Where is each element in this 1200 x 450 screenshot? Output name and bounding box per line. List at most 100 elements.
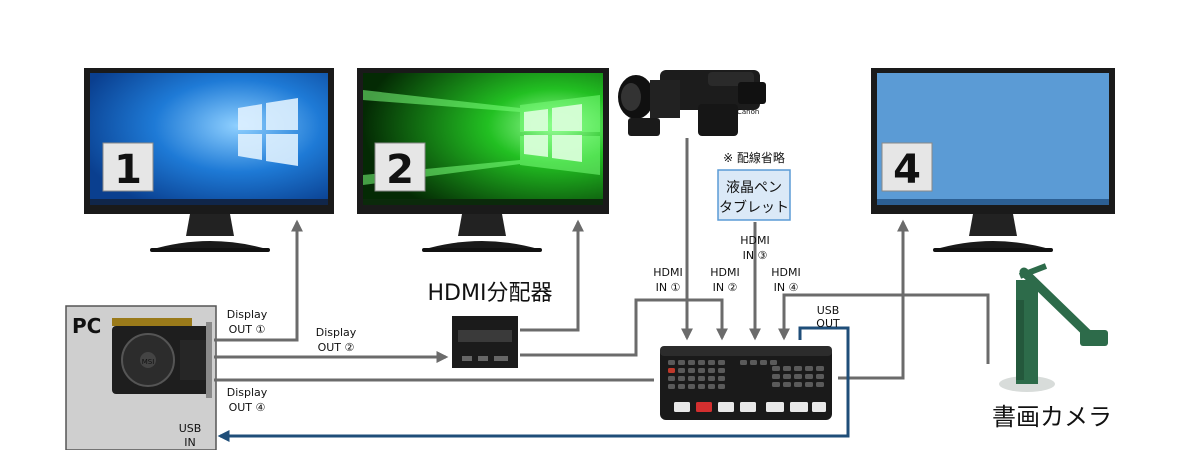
switcher-button xyxy=(816,382,824,387)
switcher-button xyxy=(718,368,725,373)
switcher-button xyxy=(688,376,695,381)
switcher-button xyxy=(794,374,802,379)
splitter-label: HDMI分配器 xyxy=(428,281,553,306)
cable-switcher-to-monitor-4 xyxy=(838,219,909,380)
label-usb-out-b: OUT xyxy=(816,317,840,330)
switcher-button xyxy=(794,382,802,387)
label-usb-in-b: IN xyxy=(184,436,195,449)
switcher-button xyxy=(678,376,685,381)
switcher-button xyxy=(783,366,791,371)
switcher-button xyxy=(740,360,747,365)
monitor-number: 2 xyxy=(386,147,414,193)
label-display-out-1-b: OUT ① xyxy=(229,323,266,336)
switcher-button xyxy=(812,402,826,412)
switcher-button xyxy=(760,360,767,365)
switcher-button xyxy=(783,374,791,379)
switcher-button xyxy=(668,384,675,389)
cables xyxy=(214,138,990,442)
label-usb-in-a: USB xyxy=(179,422,202,435)
hdmi-splitter: HDMI分配器 xyxy=(428,281,553,368)
label-display-out-1-a: Display xyxy=(227,308,268,321)
label-hdmi-in-1-a: HDMI xyxy=(653,266,682,279)
switcher-button xyxy=(772,374,780,379)
label-display-out-4-b: OUT ④ xyxy=(229,401,266,414)
tablet-box xyxy=(717,169,791,221)
label-display-out-2-b: OUT ② xyxy=(318,341,355,354)
switcher-button xyxy=(750,360,757,365)
monitor-number-badge xyxy=(102,142,154,192)
monitor-2: 2 xyxy=(357,68,609,252)
switcher-button xyxy=(698,368,705,373)
cable-splitter-to-monitor-2 xyxy=(520,219,584,332)
switcher-button xyxy=(668,360,675,365)
switcher-button xyxy=(790,402,808,412)
monitor-number: 4 xyxy=(893,147,921,193)
switcher-button xyxy=(766,402,784,412)
switcher-buttons xyxy=(668,360,826,412)
video-switcher xyxy=(660,346,832,420)
monitor-1: 1 xyxy=(84,68,334,252)
switcher-button xyxy=(668,376,675,381)
switcher-button xyxy=(770,360,777,365)
switcher-button xyxy=(805,382,813,387)
camcorder: Canon xyxy=(618,70,766,136)
switcher-button xyxy=(740,402,756,412)
port-labels: Display OUT ① Display OUT ② Display OUT … xyxy=(179,234,840,449)
camcorder-brand: Canon xyxy=(737,108,759,116)
monitor-number: 1 xyxy=(114,147,142,193)
switcher-button xyxy=(805,366,813,371)
windows-logo-icon xyxy=(524,104,582,162)
label-hdmi-in-2-b: IN ② xyxy=(713,281,738,294)
cable-display-out-1 xyxy=(214,219,303,342)
label-hdmi-in-3-a: HDMI xyxy=(740,234,769,247)
tablet-label-line2: タブレット xyxy=(719,199,789,216)
switcher-button xyxy=(816,374,824,379)
switcher-button xyxy=(718,384,725,389)
document-camera: 書画カメラ xyxy=(992,263,1112,431)
monitor-number-badge xyxy=(881,142,933,192)
cable-doc-camera-to-hdmi-in-4 xyxy=(778,293,990,364)
label-hdmi-in-3-b: IN ③ xyxy=(743,249,768,262)
switcher-button xyxy=(698,360,705,365)
switcher-button xyxy=(678,368,685,373)
label-display-out-4-a: Display xyxy=(227,386,268,399)
label-display-out-2-a: Display xyxy=(316,326,357,339)
switcher-button xyxy=(708,360,715,365)
switcher-button xyxy=(718,360,725,365)
label-hdmi-in-4-b: IN ④ xyxy=(774,281,799,294)
label-hdmi-in-1-b: IN ① xyxy=(656,281,681,294)
switcher-button xyxy=(718,376,725,381)
graphics-card: MSI xyxy=(112,318,212,398)
label-hdmi-in-4-a: HDMI xyxy=(771,266,800,279)
tablet-label-line1: 液晶ペン xyxy=(726,180,782,196)
svg-text:MSI: MSI xyxy=(142,358,155,366)
switcher-button xyxy=(718,402,734,412)
switcher-button xyxy=(696,402,712,412)
switcher-button xyxy=(688,384,695,389)
switcher-button xyxy=(708,368,715,373)
windows-logo-icon xyxy=(238,98,298,166)
switcher-button xyxy=(688,360,695,365)
switcher-button xyxy=(783,382,791,387)
switcher-button xyxy=(678,384,685,389)
switcher-button xyxy=(678,360,685,365)
switcher-button xyxy=(688,368,695,373)
switcher-button xyxy=(698,384,705,389)
monitor-number-badge xyxy=(374,142,426,192)
cable-splitter-to-hdmi-in-2 xyxy=(520,298,728,357)
switcher-button xyxy=(668,368,675,373)
pc-label: PC xyxy=(72,314,101,338)
pen-tablet: ※ 配線省略 液晶ペン タブレット xyxy=(717,150,791,221)
switcher-button xyxy=(674,402,690,412)
switcher-button xyxy=(708,376,715,381)
monitor-4: 4 xyxy=(871,68,1115,252)
switcher-button xyxy=(794,366,802,371)
switcher-button xyxy=(772,366,780,371)
cable-usb xyxy=(217,326,850,442)
switcher-button xyxy=(772,382,780,387)
switcher-button xyxy=(698,376,705,381)
doc-camera-label: 書画カメラ xyxy=(992,403,1112,431)
switcher-button xyxy=(805,374,813,379)
switcher-button xyxy=(816,366,824,371)
